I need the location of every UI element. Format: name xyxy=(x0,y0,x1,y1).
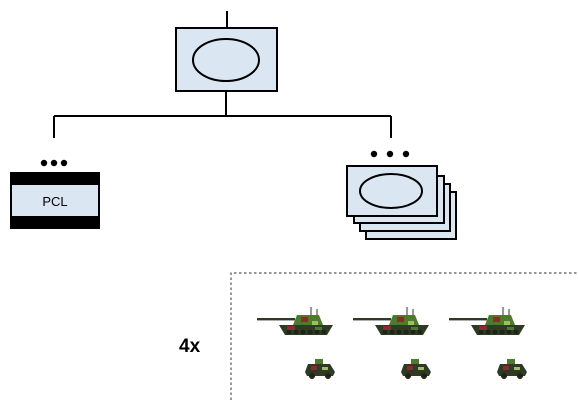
armored-vehicle-icon xyxy=(497,359,527,379)
echelon-dot xyxy=(402,150,410,158)
echelon-dot xyxy=(50,159,58,167)
echelon-dot xyxy=(386,150,394,158)
tank-icon xyxy=(449,307,525,335)
echelon-dot xyxy=(60,159,68,167)
pcl-label: PCL xyxy=(42,194,67,209)
vehicles-row xyxy=(305,359,527,379)
tanks-row xyxy=(257,307,525,335)
echelon-dot xyxy=(370,150,378,158)
tank-icon xyxy=(353,307,429,335)
subunit-group-box xyxy=(230,272,577,400)
echelon-dot xyxy=(40,159,48,167)
armored-vehicle-icon xyxy=(401,359,431,379)
tank-icon xyxy=(257,307,333,335)
armored-vehicle-icon xyxy=(305,359,335,379)
stacked-units-symbol xyxy=(346,150,457,240)
multiplier-label: 4x xyxy=(179,336,201,357)
pcl-element: PCL xyxy=(10,159,100,229)
headquarters-unit-symbol xyxy=(175,27,278,92)
